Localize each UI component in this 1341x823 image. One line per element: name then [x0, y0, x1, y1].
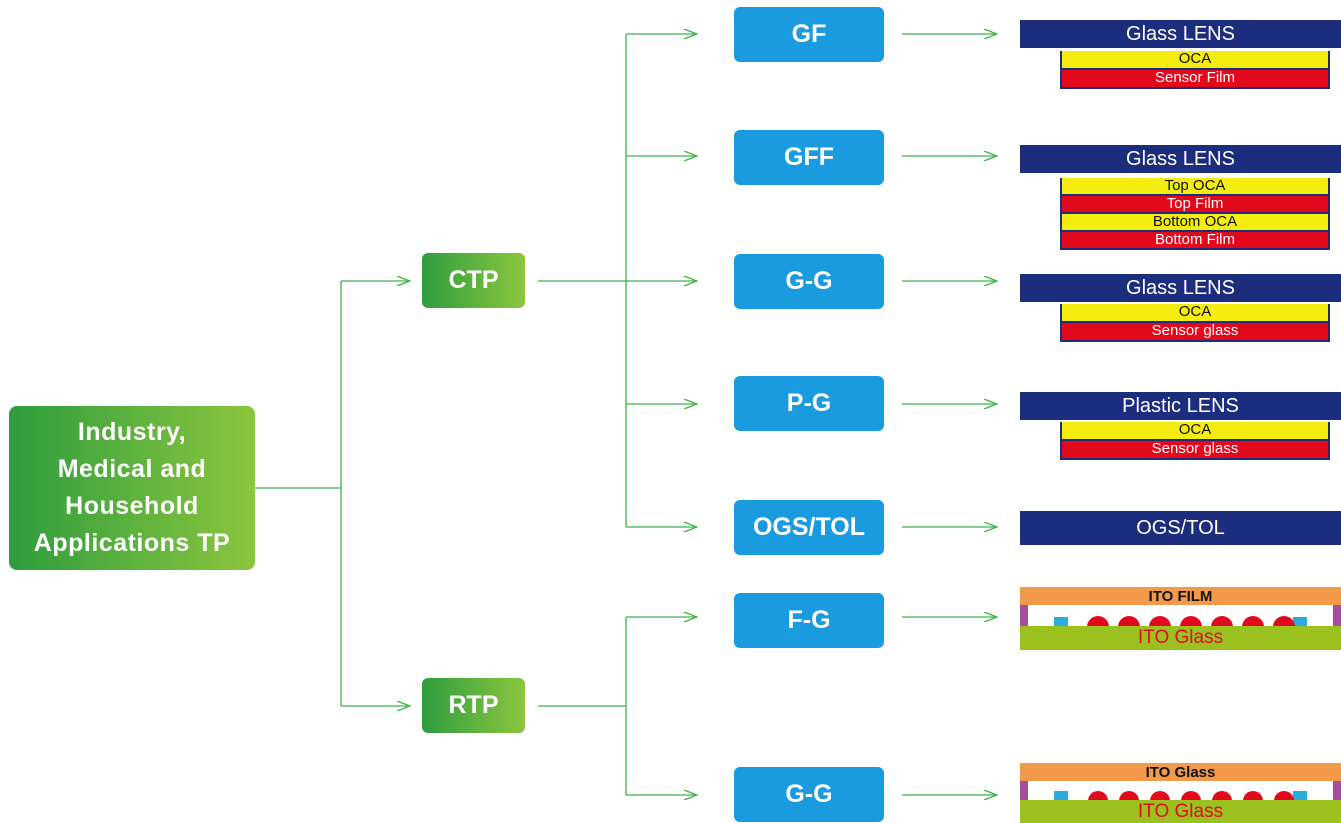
type-gf: GF — [734, 7, 884, 62]
ito-glass-top-layer: ITO Glass — [1020, 763, 1341, 781]
category-rtp: RTP — [422, 678, 525, 733]
type-gff: GFF — [734, 130, 884, 185]
spacer-dots — [1020, 781, 1341, 801]
type-f-g: F-G — [734, 593, 884, 648]
ito-film-layer: ITO FILM — [1020, 587, 1341, 605]
oca-layer: OCA — [1060, 304, 1330, 323]
sensor-layer: Sensor Film — [1060, 70, 1330, 89]
ito-glass-layer: ITO Glass — [1020, 626, 1341, 650]
root-line-1: Industry, — [77, 418, 187, 446]
spacer-dots — [1020, 605, 1341, 627]
category-ctp: CTP — [422, 253, 525, 308]
oca-layer: OCA — [1060, 51, 1330, 70]
stack-g-g-rtp: ITO Glass ITO Glass — [1020, 763, 1341, 823]
lens-layer: Glass LENS — [1020, 145, 1341, 173]
ito-glass-bottom-layer: ITO Glass — [1020, 800, 1341, 823]
bottom-oca-layer: Bottom OCA — [1060, 214, 1330, 232]
type-p-g: P-G — [734, 376, 884, 431]
stack-f-g: ITO FILM ITO Glass — [1020, 587, 1341, 650]
stack-gf: Glass LENS OCA Sensor Film — [1020, 20, 1341, 92]
stack-gff: Glass LENS Top OCA Top Film Bottom OCA B… — [1020, 145, 1341, 253]
oca-layer: OCA — [1060, 422, 1330, 441]
lens-layer: Plastic LENS — [1020, 392, 1341, 420]
lens-layer: OGS/TOL — [1020, 511, 1341, 545]
type-g-g-ctp: G-G — [734, 254, 884, 309]
root-line-4: Applications TP — [33, 529, 231, 557]
root-line-2: Medical and — [57, 455, 207, 483]
bottom-film-layer: Bottom Film — [1060, 232, 1330, 250]
type-ogs-tol: OGS/TOL — [734, 500, 884, 555]
root-line-3: Household — [65, 492, 199, 520]
root-node: Industry, Medical and Household Applicat… — [9, 406, 255, 570]
top-film-layer: Top Film — [1060, 196, 1330, 214]
stack-ogs-tol: OGS/TOL — [1020, 511, 1341, 545]
lens-layer: Glass LENS — [1020, 274, 1341, 302]
type-g-g-rtp: G-G — [734, 767, 884, 822]
stack-g-g: Glass LENS OCA Sensor glass — [1020, 274, 1341, 344]
stack-p-g: Plastic LENS OCA Sensor glass — [1020, 392, 1341, 462]
top-oca-layer: Top OCA — [1060, 178, 1330, 196]
sensor-layer: Sensor glass — [1060, 441, 1330, 460]
sensor-layer: Sensor glass — [1060, 323, 1330, 342]
lens-layer: Glass LENS — [1020, 20, 1341, 48]
